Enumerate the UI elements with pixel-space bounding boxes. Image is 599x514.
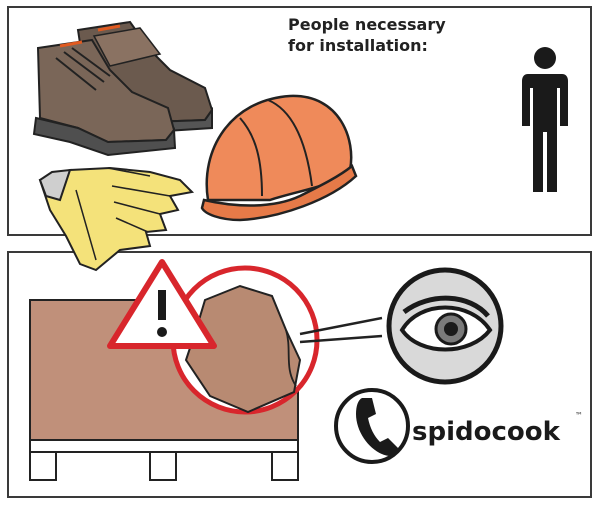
person-icon (522, 47, 568, 192)
warning-triangle-icon (107, 259, 217, 349)
safety-boots-icon (32, 20, 214, 157)
eye-icon (386, 267, 504, 385)
work-gloves-icon (38, 166, 195, 272)
hard-hat-icon (200, 94, 358, 222)
magnifier-circle-icon (170, 265, 383, 415)
phone-icon (334, 388, 410, 464)
brand-logo-text: spidocook (412, 417, 561, 447)
caption-line-2: for installation: (288, 36, 428, 55)
caption-line-1: People necessary (288, 15, 446, 34)
pallet (29, 439, 299, 481)
trademark-symbol: ™ (575, 411, 583, 420)
installation-caption: People necessary for installation: (288, 14, 446, 56)
